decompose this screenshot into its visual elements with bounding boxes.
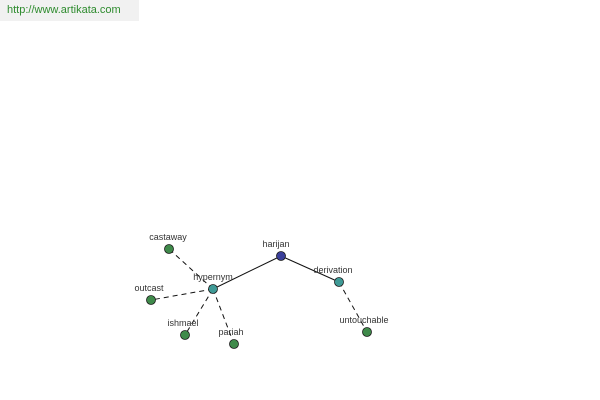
node-untouchable[interactable] xyxy=(362,327,372,337)
edge-hypernym-outcast xyxy=(150,288,214,301)
node-label-untouchable: untouchable xyxy=(339,315,388,325)
edge-derivation-untouchable xyxy=(338,281,368,333)
edges-layer xyxy=(150,248,368,345)
node-label-outcast: outcast xyxy=(134,283,164,293)
site-url-link[interactable]: http://www.artikata.com xyxy=(0,0,139,21)
node-label-castaway: castaway xyxy=(149,232,187,242)
edge-harijan-hypernym xyxy=(212,255,282,290)
labels-layer: harijan hypernym derivation castaway outcast… xyxy=(134,232,388,337)
node-label-harijan: harijan xyxy=(262,239,289,249)
edge-hypernym-castaway xyxy=(168,248,214,290)
edge-hypernym-ishmael xyxy=(184,288,214,336)
edge-hypernym-pariah xyxy=(212,288,235,345)
node-label-ishmael: ishmael xyxy=(167,318,198,328)
node-castaway[interactable] xyxy=(164,244,174,254)
node-outcast[interactable] xyxy=(146,295,156,305)
node-pariah[interactable] xyxy=(229,339,239,349)
node-label-hypernym: hypernym xyxy=(193,272,233,282)
node-label-derivation: derivation xyxy=(313,265,352,275)
edge-harijan-derivation xyxy=(280,255,340,283)
node-ishmael[interactable] xyxy=(180,330,190,340)
node-label-pariah: pariah xyxy=(218,327,243,337)
nodes-layer xyxy=(146,244,372,349)
node-harijan[interactable] xyxy=(276,251,286,261)
node-derivation[interactable] xyxy=(334,277,344,287)
node-hypernym[interactable] xyxy=(208,284,218,294)
